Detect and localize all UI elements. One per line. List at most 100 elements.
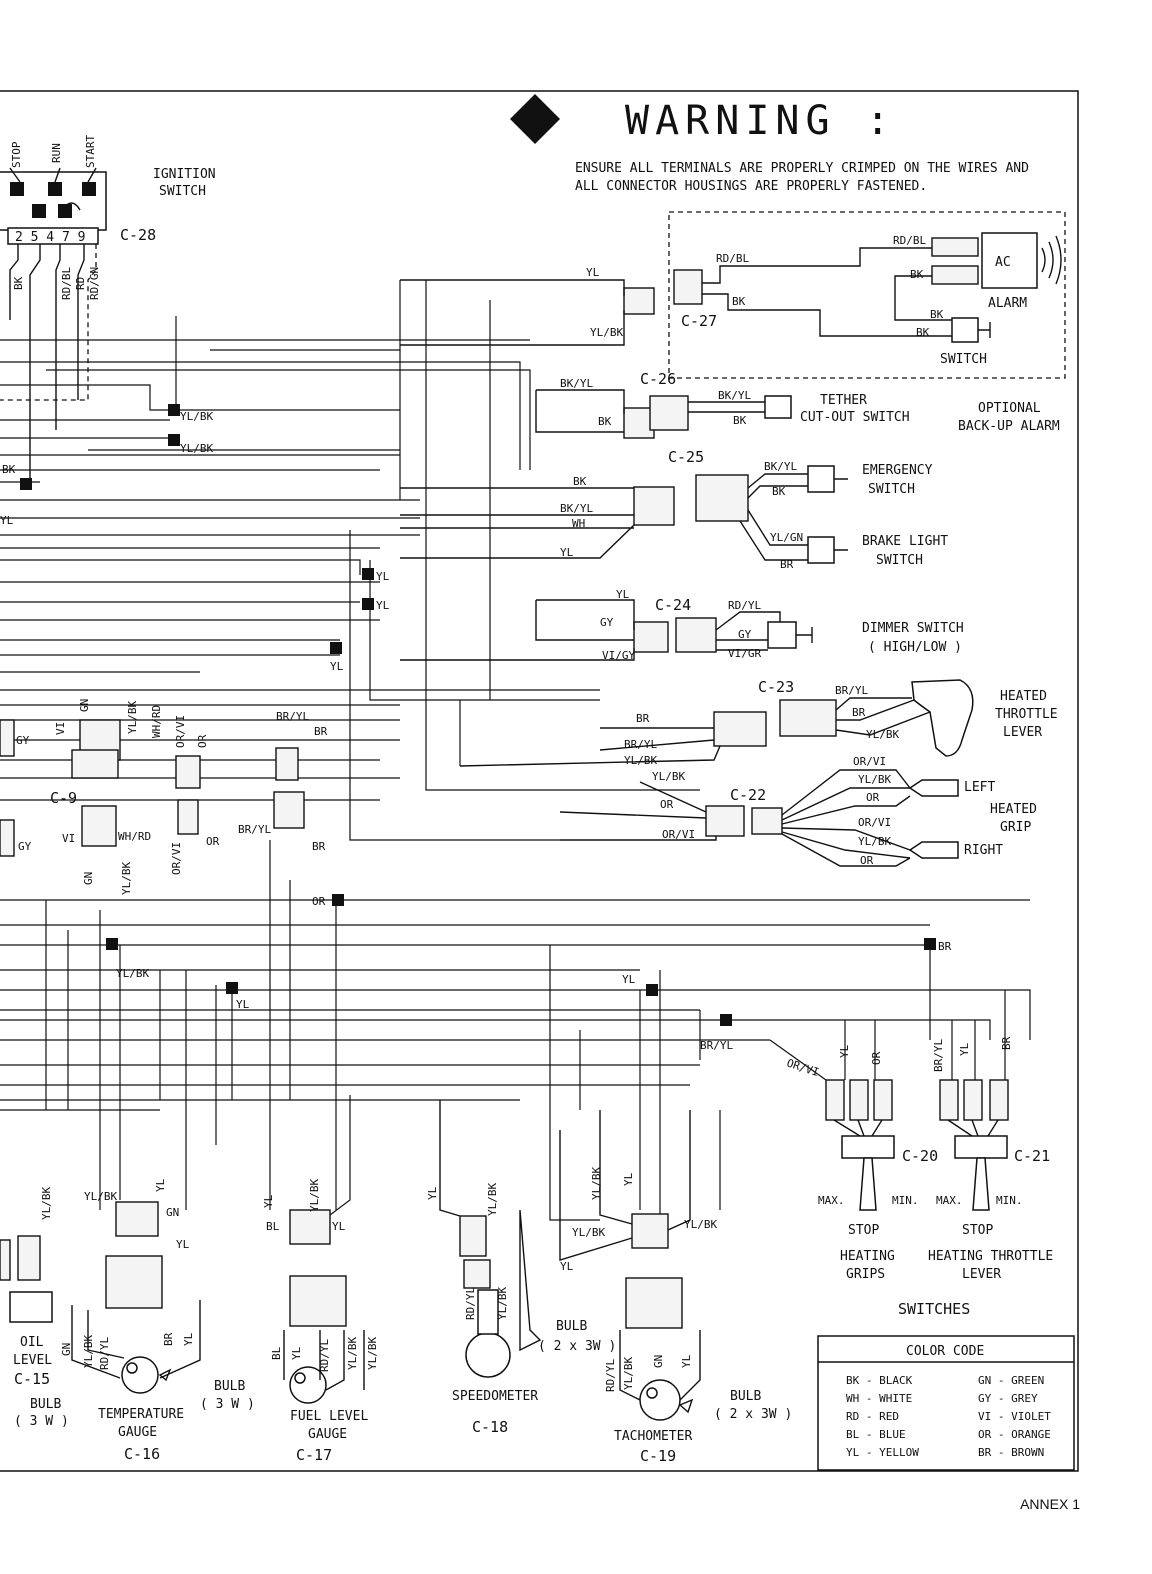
fuel-label-3: C-17 [296, 1446, 332, 1464]
connector [751, 807, 783, 835]
alarm-dashed-box [668, 211, 1066, 379]
wire-label: RD/YL [318, 1339, 331, 1372]
oil-label-1: OIL [20, 1335, 44, 1350]
wire-label: RD/BL [60, 267, 73, 300]
connector [177, 799, 199, 835]
wire-label: GY [738, 628, 752, 641]
connector [873, 1079, 893, 1121]
temp-label-1: TEMPERATURE [98, 1407, 184, 1422]
dimmer-title-2: ( HIGH/LOW ) [868, 640, 962, 655]
wire-label: BK [916, 326, 930, 339]
junction [168, 434, 180, 446]
wire-label: BK [930, 308, 944, 321]
wire-label: YL/BK [858, 773, 891, 786]
emergency-title-1: EMERGENCY [862, 463, 933, 478]
wire-label: YL [616, 588, 630, 601]
wire-label: YL/BK [624, 754, 657, 767]
wire-label: YL [330, 660, 344, 673]
wire-label: RD/YL [464, 1287, 477, 1320]
throttle-title-2: THROTTLE [995, 707, 1058, 722]
color-code-entry: VI - VIOLET [978, 1410, 1051, 1423]
wire-label: BK [732, 295, 746, 308]
grip-connector-label: C-22 [730, 786, 766, 804]
wire-label: OR [660, 798, 674, 811]
toggle-lever-icon [859, 1157, 877, 1211]
mid-connectors [0, 719, 305, 857]
tach-label-3: C-19 [640, 1447, 676, 1465]
fuel-label-1: FUEL LEVEL [290, 1409, 368, 1424]
wire-label: YL/BK [866, 728, 899, 741]
throttle-lever-icon [911, 679, 974, 757]
wire-label: GN [78, 699, 91, 712]
wire-label: BL [270, 1346, 283, 1360]
wire-label: YL/BK [366, 1337, 379, 1370]
throttle-connector-label: C-23 [758, 678, 794, 696]
wire-label: BR/YL [238, 823, 271, 836]
temp-watt: ( 3 W ) [200, 1397, 255, 1412]
tether-title-2: CUT-OUT SWITCH [800, 410, 910, 425]
alarm-switch-label: SWITCH [940, 352, 987, 367]
throttle-group: C-23 HEATED THROTTLE LEVER BR BR/YL YL/B… [459, 678, 1058, 767]
connector [939, 1079, 959, 1121]
oil-bulb: BULB [30, 1397, 61, 1412]
alarm-title-1: OPTIONAL [978, 401, 1041, 416]
heating-grips-switch-body [841, 1135, 895, 1159]
speed-label-3: C-18 [472, 1418, 508, 1436]
wire-label: YL [376, 599, 390, 612]
tachometer-dial [639, 1379, 681, 1421]
junction [646, 984, 658, 996]
connector [115, 1201, 159, 1237]
wire-label: GY [18, 840, 32, 853]
wire-label: BR/YL [835, 684, 868, 697]
brake-switch-symbol [807, 536, 835, 564]
oil-watt: ( 3 W ) [14, 1414, 69, 1429]
wire-label: BK [598, 415, 612, 428]
warning-block: WARNING : ENSURE ALL TERMINALS ARE PROPE… [510, 94, 1029, 194]
connector [81, 805, 117, 847]
wire-label: BK [2, 463, 16, 476]
wire-label: YL/BK [858, 835, 891, 848]
right-grip-icon [908, 841, 959, 859]
misc-wire-labels: YL/BK YL/BK BK YL YL YL YL GY GY C-9 GN … [0, 410, 952, 1052]
stop-label: STOP [848, 1223, 879, 1238]
connector [931, 265, 979, 285]
alarm-ac-label: AC [995, 255, 1011, 270]
wire-label: YL/BK [684, 1218, 717, 1231]
connector [779, 699, 837, 737]
connector [17, 1235, 41, 1281]
wire-label: BK [733, 414, 747, 427]
connector [631, 1213, 669, 1249]
max-label: MAX. [936, 1194, 963, 1207]
wire-label: YL [262, 1194, 275, 1208]
dimmer-title-1: DIMMER SWITCH [862, 621, 964, 636]
connector [989, 1079, 1009, 1121]
junction [332, 894, 344, 906]
ignition-connector-label: C-28 [120, 226, 156, 244]
wire-label: YL/BK [180, 410, 213, 423]
wire-label: BR [852, 706, 866, 719]
emergency-connector-label: C-25 [668, 448, 704, 466]
ignition-contact [58, 204, 72, 218]
wire-label: BR [312, 840, 326, 853]
connector [705, 805, 745, 837]
tether-switch-symbol [764, 395, 792, 419]
wire-label: YL/BK [126, 701, 139, 734]
grip-right-label: RIGHT [964, 843, 1003, 858]
tach-bulb: BULB [730, 1389, 761, 1404]
emergency-title-2: SWITCH [868, 482, 915, 497]
heating-lever-switch-body [954, 1135, 1008, 1159]
wire-label: YL/BK [120, 862, 133, 895]
temp-label-3: C-16 [124, 1445, 160, 1463]
wire-label: OR/VI [174, 715, 187, 748]
wire-label: YL [332, 1220, 346, 1233]
c20-label: C-20 [902, 1147, 938, 1165]
connector [825, 1079, 845, 1121]
switches-title: SWITCHES [898, 1300, 970, 1318]
wire-label: GN [60, 1343, 73, 1356]
wire-label: BR [938, 940, 952, 953]
warning-diamond-icon [510, 94, 560, 144]
brake-title-1: BRAKE LIGHT [862, 534, 948, 549]
connector [275, 747, 299, 781]
junction [330, 642, 342, 654]
wire-label: YL/BK [84, 1190, 117, 1203]
